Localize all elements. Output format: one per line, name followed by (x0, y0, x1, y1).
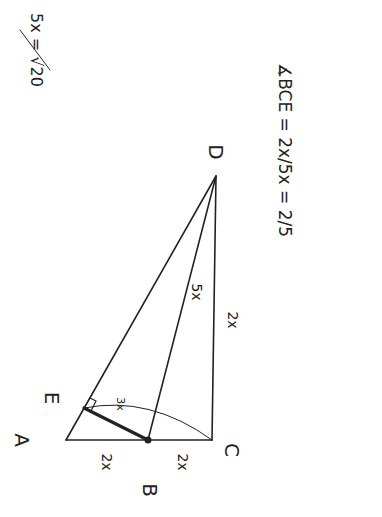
right-angle-mark (90, 398, 96, 411)
arc-line (84, 405, 212, 440)
height-line (84, 408, 148, 440)
point-label: C (221, 443, 243, 457)
side-line (66, 176, 216, 440)
length-label: 2x (224, 311, 239, 328)
length-label: 2x (98, 453, 113, 470)
length-label: 5x (188, 283, 203, 300)
note-text: ∡BCE = 2x/5x = 2/5 (276, 63, 295, 237)
point-label: D (205, 144, 227, 159)
point-label: E (41, 392, 63, 405)
length-label: 2x (174, 453, 189, 470)
point-label: A (11, 433, 33, 447)
note-text: 5x = √20 (27, 13, 45, 87)
side-line (212, 176, 216, 440)
point-label: B (139, 483, 161, 497)
median-line (148, 176, 216, 440)
length-label: 3x (114, 397, 126, 411)
point-dot (145, 437, 152, 444)
base-line (66, 439, 212, 441)
